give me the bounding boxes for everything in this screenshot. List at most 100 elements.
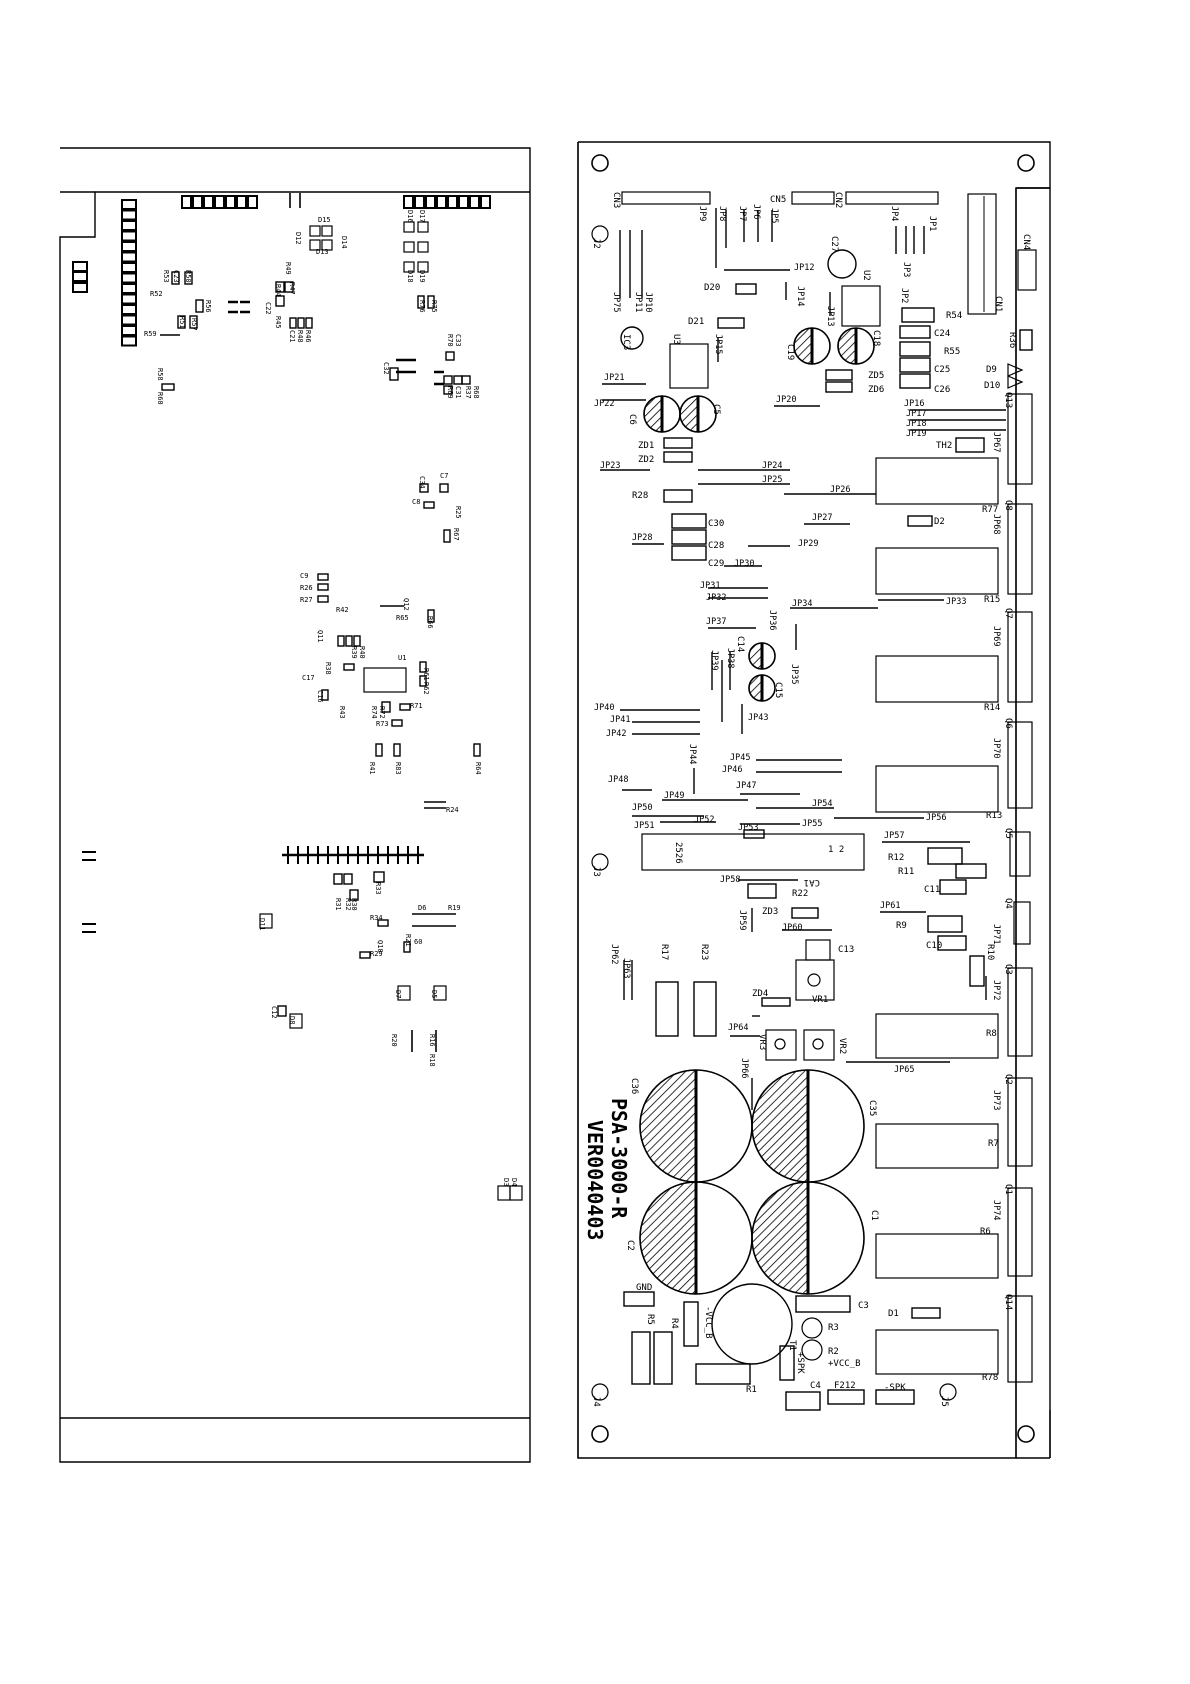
ref-label: JP43 bbox=[748, 713, 768, 723]
component-outline bbox=[761, 997, 791, 1007]
diode-outline bbox=[397, 985, 411, 1001]
ref-label: C24 bbox=[934, 329, 950, 339]
ref-label: R75 bbox=[430, 300, 438, 313]
ref-label: JP64 bbox=[728, 1023, 748, 1033]
ref-label: JP52 bbox=[694, 815, 714, 825]
transistor-connector bbox=[1007, 721, 1033, 809]
ref-label: R18 bbox=[428, 1054, 436, 1067]
ref-label: JP54 bbox=[812, 799, 832, 809]
ref-label: Q7 bbox=[1003, 608, 1013, 619]
ref-label: R19 bbox=[448, 904, 461, 912]
ref-label: R50 bbox=[184, 270, 192, 283]
ref-label: C19 bbox=[785, 344, 795, 360]
smd-pad bbox=[321, 689, 329, 701]
component-outline bbox=[825, 381, 853, 393]
ref-label: JP6 bbox=[751, 204, 761, 219]
ref-label: R42 bbox=[336, 606, 349, 614]
transistor-connector bbox=[1007, 611, 1033, 703]
header-pin-left bbox=[181, 195, 192, 209]
ref-label: C23 bbox=[172, 270, 180, 283]
header-pin-right bbox=[447, 195, 458, 209]
diode-outline bbox=[403, 241, 415, 253]
header-pin-column bbox=[121, 304, 137, 315]
capacitor-c2-hatch bbox=[639, 1181, 697, 1295]
transformer-t1 bbox=[711, 1283, 793, 1365]
component-outline bbox=[937, 935, 967, 951]
vr1-outline bbox=[795, 959, 835, 1001]
diode-outline bbox=[417, 241, 429, 253]
ref-label: C9 bbox=[300, 572, 308, 580]
ref-label: JP62 bbox=[609, 944, 619, 964]
ref-label: JP30 bbox=[734, 559, 754, 569]
ref-label: JP31 bbox=[700, 581, 720, 591]
ref-label: Q2 bbox=[1003, 1074, 1013, 1085]
ref-label: JP59 bbox=[737, 910, 747, 930]
ref-label: D10 bbox=[984, 381, 1000, 391]
smd-pad bbox=[353, 635, 361, 647]
resistor-r3-round bbox=[801, 1317, 823, 1339]
pad bbox=[72, 282, 88, 293]
header-pin-right bbox=[458, 195, 469, 209]
diode-outline bbox=[309, 239, 321, 251]
ref-label: R58 bbox=[156, 368, 164, 381]
capacitor-c14-hatch bbox=[748, 642, 763, 670]
smd-pad bbox=[445, 351, 455, 361]
ref-label: JP12 bbox=[794, 263, 814, 273]
diode-outline bbox=[403, 221, 415, 233]
ref-label: JP28 bbox=[632, 533, 652, 543]
ref-label: R14 bbox=[984, 703, 1000, 713]
u3-outline bbox=[669, 343, 709, 389]
ref-label: JP58 bbox=[720, 875, 740, 885]
smd-pad bbox=[443, 375, 453, 385]
ref-label: R70 bbox=[446, 334, 454, 347]
ref-label: ZD6 bbox=[868, 385, 884, 395]
connector-cn2 bbox=[845, 191, 939, 205]
smd-pad bbox=[423, 501, 435, 509]
ref-label: D4 bbox=[510, 1178, 518, 1186]
ref-label: C21 bbox=[288, 330, 296, 343]
power-resistor bbox=[875, 765, 999, 813]
component-outline bbox=[911, 1307, 941, 1319]
component-outline bbox=[717, 317, 745, 329]
smd-pad bbox=[391, 719, 403, 727]
capacitor-c6-hatch bbox=[643, 395, 663, 433]
ref-label: CA1 bbox=[804, 877, 820, 887]
component-outline bbox=[683, 1301, 699, 1347]
connector-cn5 bbox=[791, 191, 835, 205]
ref-label: R28 bbox=[632, 491, 648, 501]
ref-label: R38 bbox=[324, 662, 332, 675]
ref-label: R49 bbox=[284, 262, 292, 275]
ref-label: C4 bbox=[810, 1381, 821, 1391]
header-pin-column bbox=[121, 325, 137, 336]
ref-label: ZD3 bbox=[762, 907, 778, 917]
ref-label: JP53 bbox=[738, 823, 758, 833]
smd-pad bbox=[343, 873, 353, 885]
ref-label: R46 bbox=[304, 330, 312, 343]
component-outline bbox=[695, 1363, 751, 1385]
header-pin-column bbox=[121, 335, 137, 347]
ref-label: R57 bbox=[190, 318, 198, 331]
ref-label: F212 bbox=[834, 1381, 856, 1391]
ref-label: JP41 bbox=[610, 715, 630, 725]
component-outline bbox=[623, 1291, 655, 1307]
ref-label: C33 bbox=[454, 334, 462, 347]
ref-label: D6 bbox=[418, 904, 426, 912]
ref-label: VR1 bbox=[812, 995, 828, 1005]
ref-label: JP25 bbox=[762, 475, 782, 485]
ref-label: R22 bbox=[792, 889, 808, 899]
ref-label: ZD2 bbox=[638, 455, 654, 465]
ref-label: R29 bbox=[370, 950, 383, 958]
diode-d10-symbol bbox=[1007, 375, 1024, 389]
ref-label: JP37 bbox=[706, 617, 726, 627]
ref-label: JP75 bbox=[611, 292, 621, 312]
ref-label: JP55 bbox=[802, 819, 822, 829]
ref-label: JP26 bbox=[830, 485, 850, 495]
capacitor-c35-hatch bbox=[751, 1069, 809, 1183]
smd-pad bbox=[189, 315, 198, 329]
ref-label: R16 bbox=[428, 1034, 436, 1047]
ref-label: C12 bbox=[270, 1006, 278, 1019]
diode-outline bbox=[321, 225, 333, 237]
ref-label: R39 bbox=[350, 646, 358, 659]
diode-outline bbox=[403, 261, 415, 273]
